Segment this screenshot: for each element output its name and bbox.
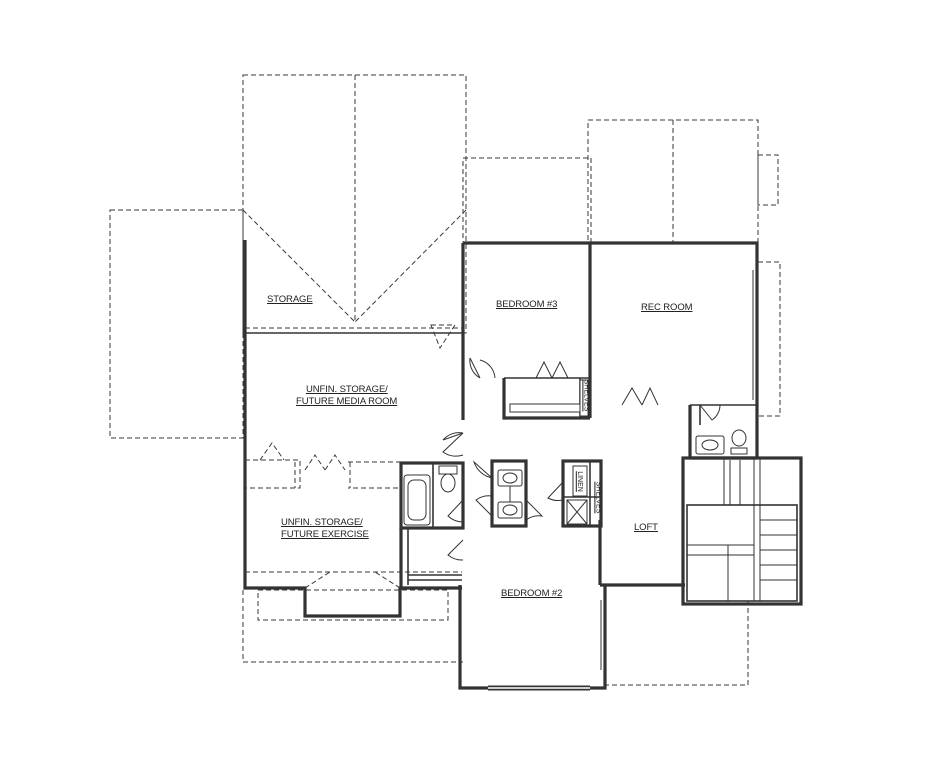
plumbing-fixtures [403, 429, 748, 526]
room-label-bedroom-3: BEDROOM #3 [496, 299, 558, 310]
windows [460, 270, 758, 691]
room-label-bedroom-2: BEDROOM #2 [501, 588, 563, 599]
room-label-exercise-line2: FUTURE EXERCISE [281, 529, 369, 540]
closet-label-shelves-bedroom3: SHELVES [582, 379, 590, 412]
room-label-storage: STORAGE [267, 294, 313, 305]
roof-outline [109, 74, 781, 686]
closet-label-linen: LINEN [575, 471, 583, 492]
room-label-rec-room: REC ROOM [641, 302, 693, 313]
closet-label-shelves-hall: SHELVES [594, 481, 602, 514]
interior-walls [245, 332, 757, 589]
stair [681, 456, 803, 606]
room-label-loft: LOFT [634, 522, 658, 533]
room-label-media-room-line2: FUTURE MEDIA ROOM [296, 396, 398, 407]
room-label-media-room-line1: UNFIN. STORAGE/ [306, 384, 388, 395]
room-label-exercise-line1: UNFIN. STORAGE/ [281, 517, 363, 528]
doors [259, 324, 721, 561]
